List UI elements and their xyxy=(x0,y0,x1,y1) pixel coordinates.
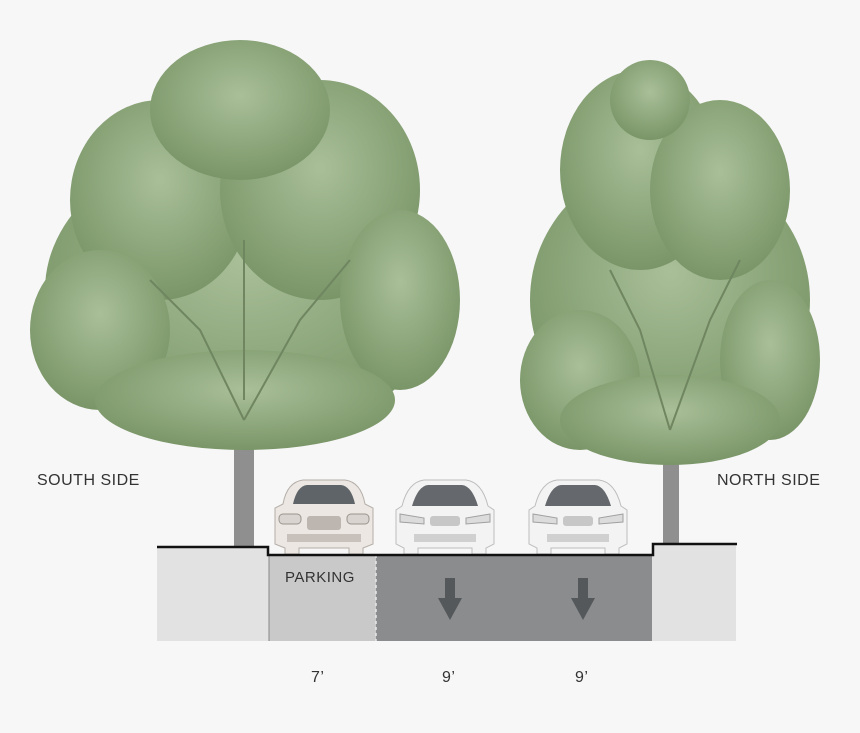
car-icon xyxy=(274,479,374,555)
north-sidewalk xyxy=(652,545,736,641)
tree-icon xyxy=(30,40,460,546)
curb-profile xyxy=(157,542,737,557)
lane-width-label: 9’ xyxy=(575,669,589,686)
direction-arrow-down-icon xyxy=(571,578,595,620)
parking-lane xyxy=(269,555,376,641)
car-icon xyxy=(395,479,495,555)
direction-arrow-down-icon xyxy=(438,578,462,620)
north-side-label: NORTH SIDE xyxy=(717,472,821,489)
south-side-label: SOUTH SIDE xyxy=(37,472,140,489)
south-sidewalk xyxy=(157,547,269,641)
lane-width-label: 9’ xyxy=(442,669,456,686)
parking-lane-label: PARKING xyxy=(285,569,355,586)
tree-icon xyxy=(520,60,820,544)
car-icon xyxy=(528,479,628,555)
lane-width-label: 7’ xyxy=(311,669,325,686)
